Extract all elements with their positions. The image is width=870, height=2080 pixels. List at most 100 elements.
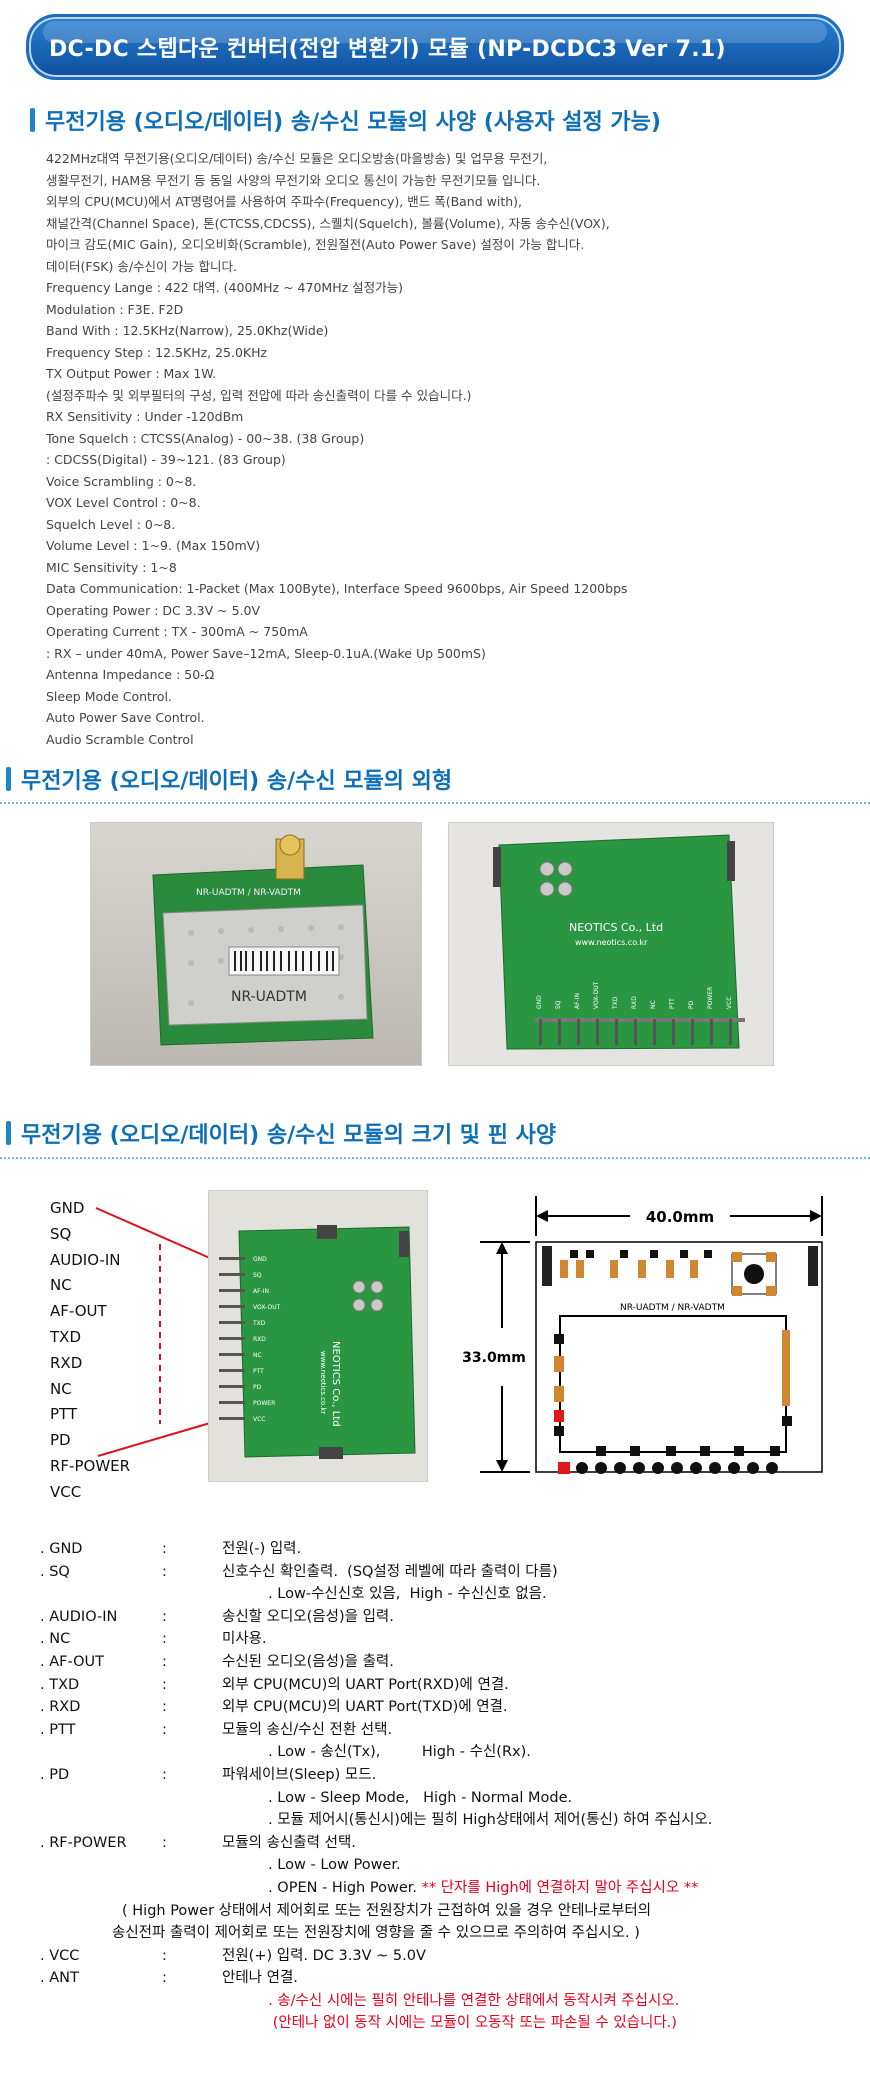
pin-desc: . Low - Low Power.: [222, 1857, 401, 1874]
back-pin-label: NC: [650, 1000, 657, 1009]
pin-label: PTT: [50, 1405, 78, 1424]
pin-desc-row: . TXD:외부 CPU(MCU)의 UART Port(RXD)에 연결.: [40, 1674, 840, 1697]
side-pin: [219, 1273, 245, 1276]
pin-name: . TXD: [40, 1676, 80, 1693]
dim-pin: [633, 1462, 645, 1474]
pin-desc-row: . VCC:전원(+) 입력. DC 3.3V ~ 5.0V: [40, 1945, 840, 1968]
pin-photo-url-text: www.neotics.co.kr: [319, 1351, 327, 1414]
pin-desc: 모듈의 송신출력 선택.: [222, 1834, 356, 1851]
pin-desc-row: . ANT:안테나 연결.: [40, 1967, 840, 1990]
pin-note-text: ( High Power 상태에서 제어회로 또는 전원장치가 근접하여 있을 …: [122, 1902, 652, 1919]
pin-desc-row: . NC:미사용.: [40, 1628, 840, 1651]
section-size-pin-title: 무전기용 (오디오/데이터) 송/수신 모듈의 크기 및 핀 사양: [6, 1117, 556, 1149]
side-pin-label: AF-IN: [253, 1288, 269, 1295]
width-dimension: 40.0mm: [646, 1208, 714, 1226]
section-divider: [0, 1157, 870, 1159]
pin-name: . NC: [40, 1631, 71, 1648]
section-appearance-title: 무전기용 (오디오/데이터) 송/수신 모듈의 외형: [6, 763, 452, 795]
pin-label: AUDIO-IN: [50, 1250, 121, 1269]
pin-note-text: 송신전파 출력이 제어회로 또는 전원장치에 영향을 줄 수 있으므로 주의하여…: [112, 1925, 640, 1942]
pin-label: GND: [50, 1199, 85, 1217]
company-url-text: www.neotics.co.kr: [575, 938, 648, 947]
back-pin-label: GND: [536, 995, 543, 1009]
back-pin: [615, 1019, 618, 1045]
side-pin-label: VOX-OUT: [253, 1304, 281, 1311]
pin-photo-company-text: NEOTICS Co., Ltd: [330, 1341, 341, 1427]
ant-warning-text: (안테나 없이 동작 시에는 모듈이 오동작 또는 파손될 수 있습니다.): [222, 2015, 677, 2032]
section-appearance-title-text: 무전기용 (오디오/데이터) 송/수신 모듈의 외형: [21, 769, 453, 794]
dim-pin: [766, 1462, 778, 1474]
pin-note-row: ( High Power 상태에서 제어회로 또는 전원장치가 근접하여 있을 …: [40, 1900, 840, 1923]
back-pin: [539, 1019, 542, 1045]
side-pin: [219, 1401, 245, 1404]
back-pin-label: POWER: [707, 987, 714, 1009]
pin-colon: :: [162, 1631, 167, 1648]
spec-list: 422MHz대역 무전기용(오디오/데이터) 송/수신 모듈은 오디오방송(마을…: [46, 148, 846, 750]
spec-line: Band With : 12.5KHz(Narrow), 25.0Khz(Wid…: [46, 323, 329, 338]
pin-desc: 전원(-) 입력.: [222, 1541, 302, 1557]
side-pin: [219, 1321, 245, 1324]
dim-pin: [671, 1462, 683, 1474]
spec-line: 생활무전기, HAM용 무전기 등 동일 사양의 무전기와 오디오 통신이 가능…: [46, 172, 541, 188]
pin-desc: . 모듈 제어시(통신시)에는 필히 High상태에서 제어(통신) 하여 주십…: [222, 1812, 713, 1829]
spec-line: Modulation : F3E. F2D: [46, 301, 184, 317]
pin-desc-row: . GND: 전원(-) 입력.: [40, 1538, 840, 1561]
ant-warning-row: . 송/수신 시에는 필히 안테나를 연결한 상태에서 동작시켜 주십시오.: [40, 1990, 840, 2013]
back-pin-label: TXD: [612, 996, 619, 1010]
section-spec-title-text: 무전기용 (오디오/데이터) 송/수신 모듈의 사양 (사용자 설정 가능): [45, 110, 661, 135]
pin-label: AF-OUT: [50, 1302, 107, 1321]
section-bar-icon: [6, 1121, 11, 1145]
section-bar-icon: [30, 108, 35, 132]
spec-line: Operating Power : DC 3.3V ~ 5.0V: [46, 602, 261, 618]
side-pin-label: NC: [253, 1352, 262, 1359]
spec-line: Squelch Level : 0~8.: [46, 516, 176, 532]
side-pin-label: POWER: [253, 1400, 275, 1407]
pin-desc-row: . AF-OUT: 수신된 오디오(음성)을 출력.: [40, 1651, 840, 1674]
spec-line: Auto Power Save Control.: [46, 710, 205, 725]
pin-desc-row: . RXD:외부 CPU(MCU)의 UART Port(TXD)에 연결.: [40, 1696, 840, 1719]
spec-line: MIC Sensitivity : 1~8: [46, 559, 177, 575]
pin-desc: 전원(+) 입력. DC 3.3V ~ 5.0V: [222, 1947, 426, 1964]
spec-line: (설정주파수 및 외부필터의 구성, 입력 전압에 따라 송신출력이 다를 수 …: [46, 387, 472, 403]
pin-name: . AF-OUT: [40, 1653, 104, 1670]
spec-line: Audio Scramble Control: [46, 731, 194, 747]
module-shield-top-text: NR-UADTM / NR-VADTM: [196, 888, 301, 898]
open-warning-text: ** 단자를 High에 연결하지 말아 주십시오 **: [421, 1879, 699, 1896]
spec-line: Voice Scrambling : 0~8.: [46, 473, 197, 489]
module-label-text: NR-UADTM: [231, 989, 307, 1005]
pin-name: . PTT: [40, 1721, 76, 1738]
pin-label: RF-POWER: [50, 1456, 131, 1475]
dim-pin: [614, 1462, 626, 1474]
pin-desc: . Low-수신신호 있음, High - 수신신호 없음.: [222, 1586, 547, 1603]
pin-name: . RF-POWER: [40, 1834, 127, 1851]
pin-desc: 모듈의 송신/수신 전환 선택.: [222, 1721, 393, 1738]
pin-name: . GND: [40, 1541, 83, 1557]
back-pin-label: RXD: [631, 996, 638, 1009]
pin-name: . ANT: [40, 1970, 79, 1987]
pin-colon: :: [162, 1541, 167, 1557]
pin-desc-row: . Low - Low Power.: [40, 1854, 840, 1877]
pin-colon: :: [162, 1970, 167, 1987]
dim-pin: [652, 1462, 664, 1474]
spec-line: Frequency Step : 12.5KHz, 25.0KHz: [46, 344, 268, 360]
pin-note-row: 송신전파 출력이 제어회로 또는 전원장치에 영향을 줄 수 있으므로 주의하여…: [40, 1922, 840, 1945]
pin-colon: :: [162, 1653, 167, 1670]
pin-colon: :: [162, 1699, 167, 1716]
spec-line: RX Sensitivity : Under -120dBm: [46, 409, 244, 424]
ant-warning-row: (안테나 없이 동작 시에는 모듈이 오동작 또는 파손될 수 있습니다.): [40, 2012, 840, 2035]
pin-label: RXD: [50, 1353, 83, 1372]
page-banner: DC-DC 스텝다운 컨버터(전압 변환기) 모듈 (NP-DCDC3 Ver …: [26, 14, 844, 80]
pin-colon: :: [162, 1834, 167, 1851]
pin-colon: :: [162, 1947, 167, 1964]
pin-label: NC: [50, 1276, 72, 1295]
side-pin: [219, 1289, 245, 1292]
back-pin-label: PTT: [669, 998, 676, 1009]
pin-desc: 수신된 오디오(음성)을 출력.: [222, 1653, 394, 1670]
side-pin: [219, 1417, 245, 1420]
spec-line: TX Output Power : Max 1W.: [46, 366, 217, 381]
banner-gloss: [43, 21, 827, 43]
pin-label: NC: [50, 1379, 72, 1398]
side-pin: [219, 1369, 245, 1372]
